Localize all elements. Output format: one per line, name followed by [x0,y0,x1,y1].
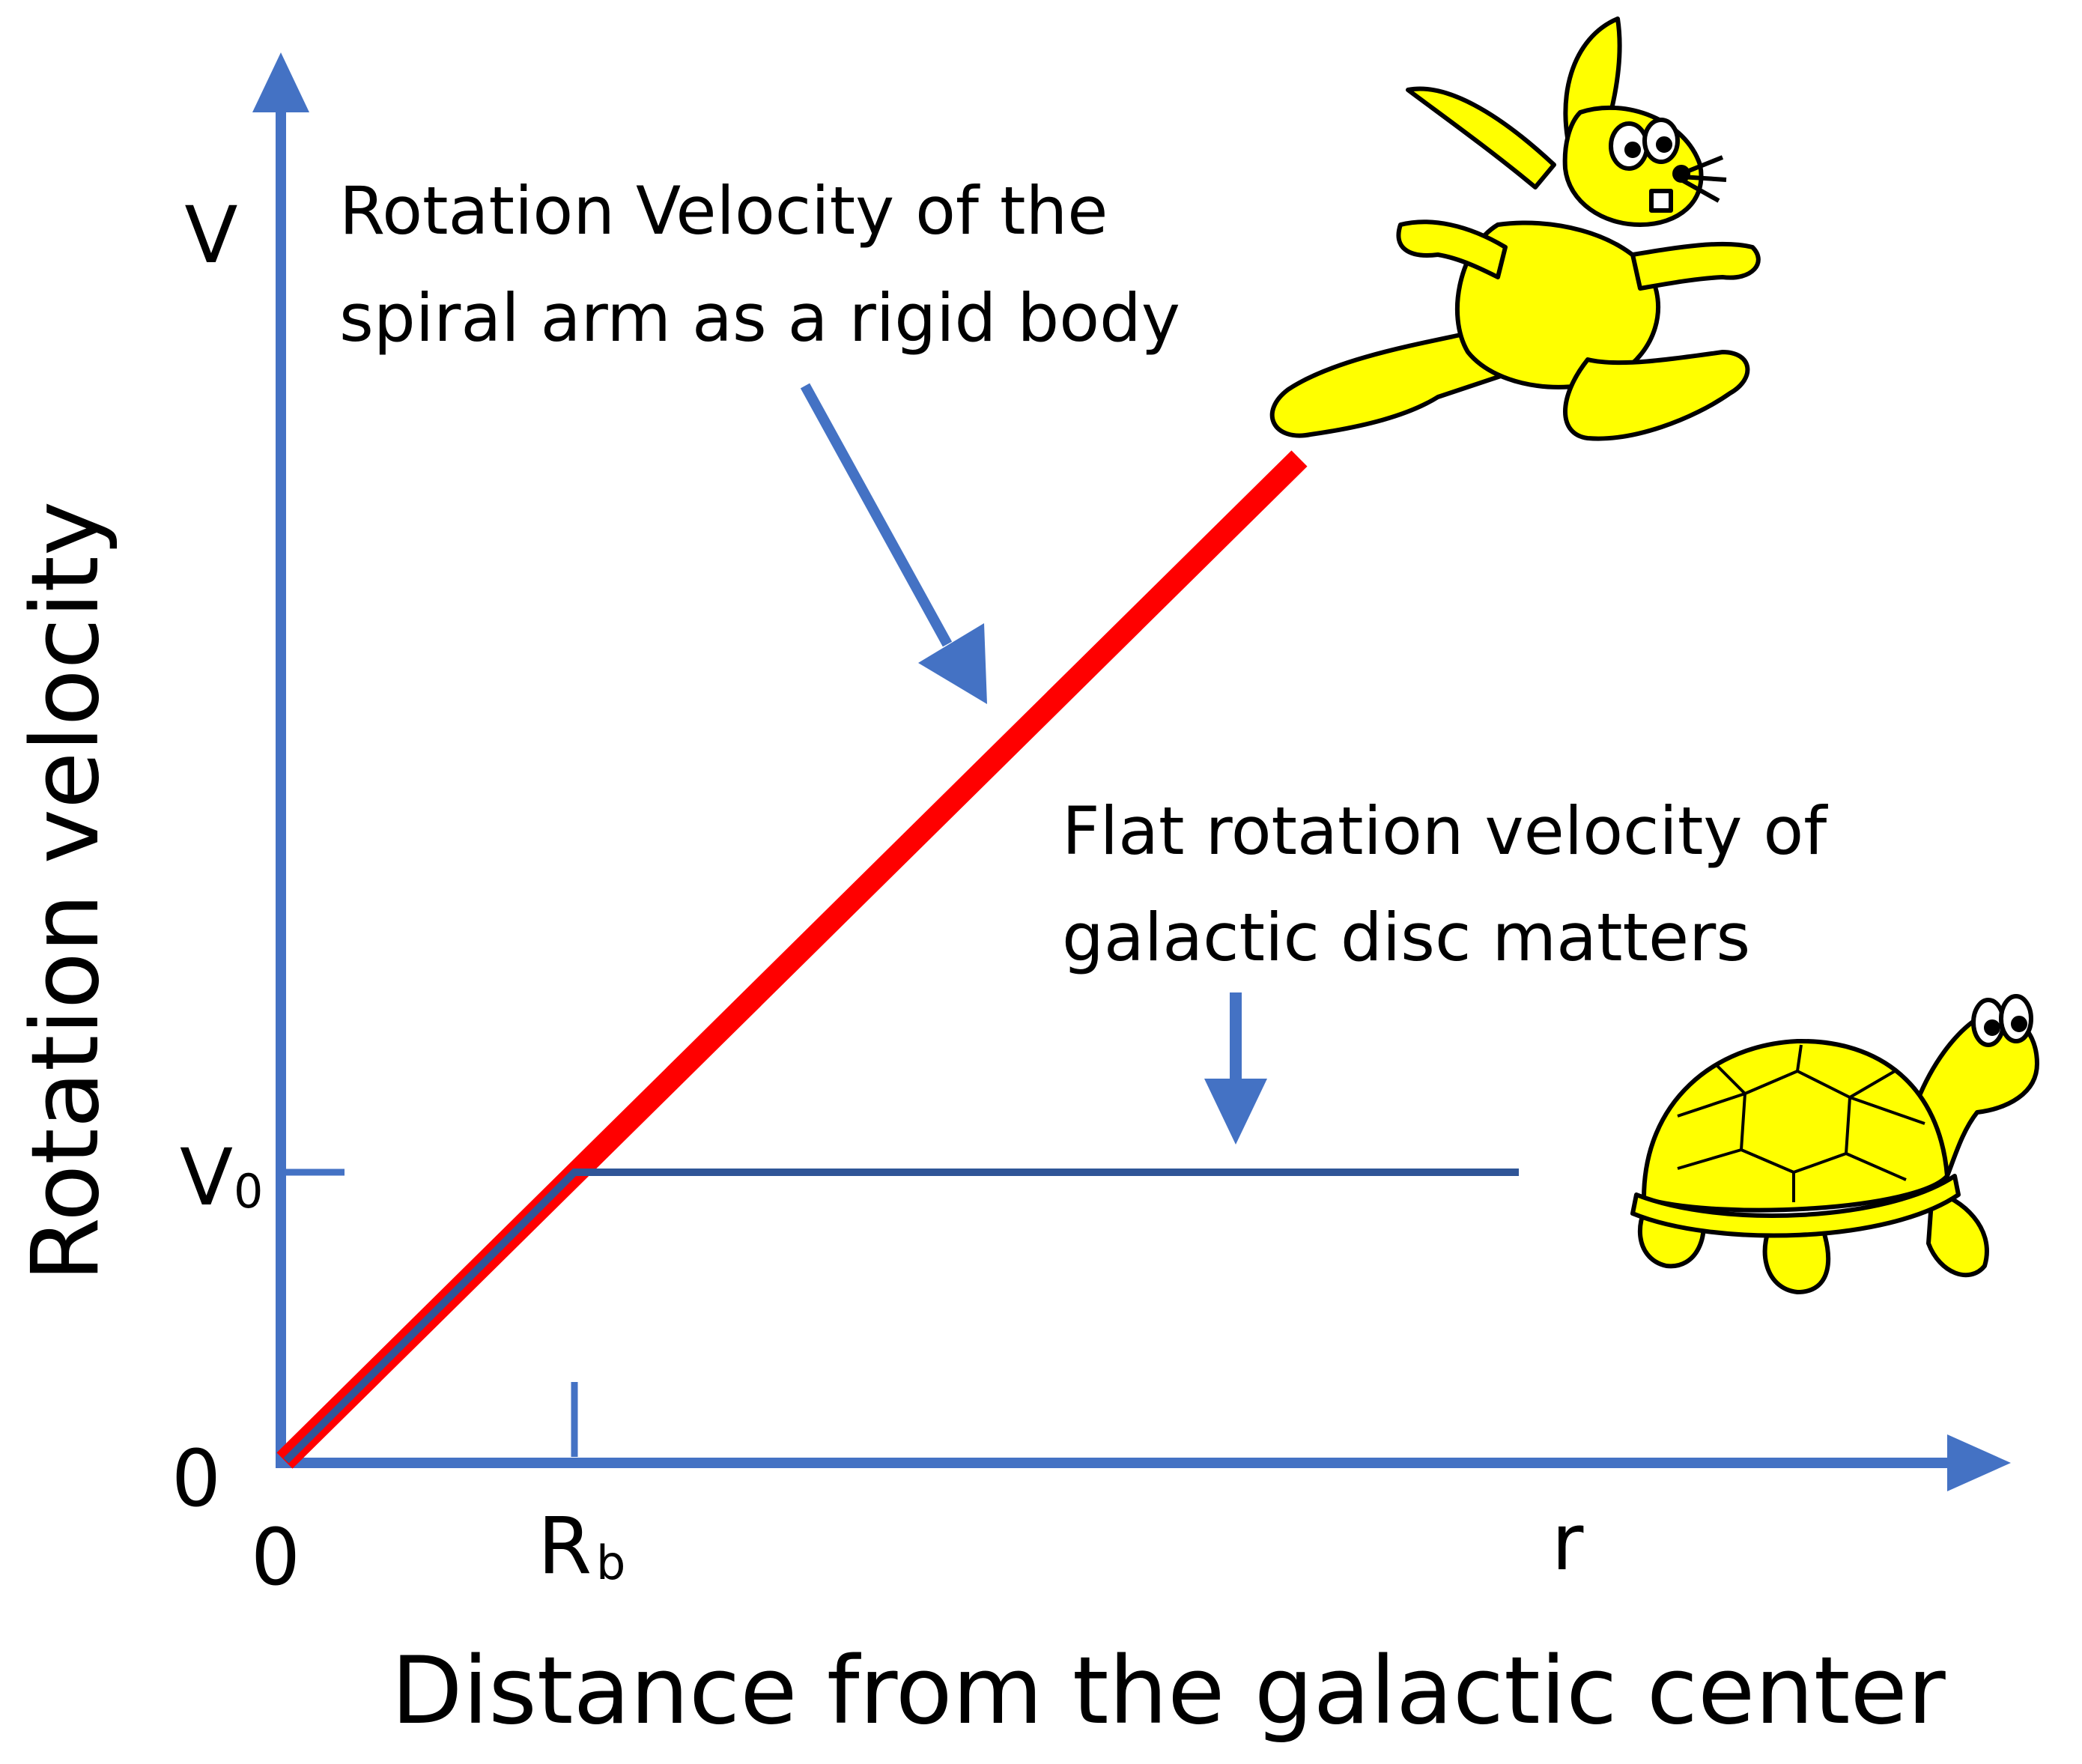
tortoise-neck [1911,1011,2039,1178]
hare-ear-back [1406,86,1556,190]
hare-pupil-left [1624,142,1641,158]
tortoise-cartoon-icon [1630,994,2039,1294]
tortoise-shell [1642,1038,1949,1213]
v0-label-sub: 0 [234,1164,263,1219]
hare-whiskers [1680,155,1727,203]
y-axis-title: Rotation velocity [12,501,120,1282]
hare-back-arm [1630,241,1761,291]
hare-pupil-right [1656,136,1672,153]
hare-front-arm [1396,219,1508,279]
hare-front-foot [1563,350,1750,441]
rb-label: R b [538,1500,625,1592]
rigid-annotation-line2: spiral arm as a rigid body [339,279,1180,357]
y-end-label: V [184,190,237,281]
flat-annotation-line1: Flat rotation velocity of [1062,792,1828,870]
hare-cartoon-icon [1269,16,1761,441]
x-axis-title: Distance from the galactic center [391,1637,1945,1745]
x-axis-arrowhead [1947,1434,2011,1491]
tortoise-leg-front [1926,1189,1989,1278]
y-axis-arrowhead [252,52,309,112]
tortoise-pupil-right [2011,1016,2027,1032]
x-origin-label: 0 [251,1512,300,1603]
v0-label: V 0 [180,1132,263,1223]
rigid-annotation-arrow [800,383,953,647]
flat-rotation-line [283,1169,1519,1464]
y-origin-label: 0 [172,1433,221,1524]
hare-back-leg [1269,331,1508,438]
tortoise-pupil-left [1984,1019,2000,1036]
flat-annotation-line2: galactic disc matters [1062,899,1750,976]
tortoise-shell-rim [1630,1174,1961,1238]
rb-label-sub: b [596,1536,625,1590]
rigid-annotation-arrowhead [918,623,987,704]
x-end-label: r [1552,1497,1584,1588]
hare-teeth [1649,189,1673,213]
rb-label-main: R [538,1500,592,1592]
rigid-annotation-line1: Rotation Velocity of the [339,172,1108,249]
v0-label-main: V [180,1132,233,1223]
flat-annotation-arrowhead [1204,1079,1267,1145]
tortoise-shell-pattern [1677,1044,1925,1202]
